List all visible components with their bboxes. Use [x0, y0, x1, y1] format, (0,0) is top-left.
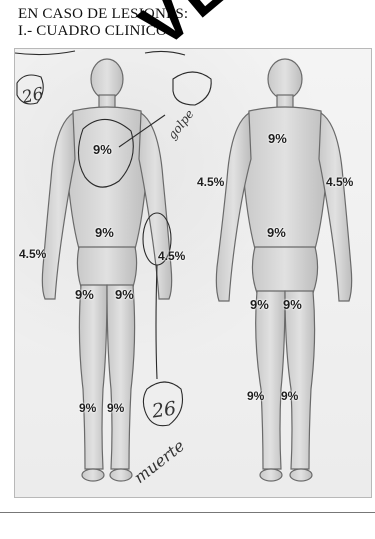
front-leg-right-percent: 9% — [107, 401, 124, 415]
section-title: EN CASO DE LESIONES: — [18, 6, 188, 23]
front-right-arm-percent: 4.5% — [158, 249, 185, 263]
back-figure — [216, 59, 351, 481]
back-buttock-left-percent: 9% — [250, 297, 269, 312]
back-leg-left-percent: 9% — [247, 389, 264, 403]
front-abdomen-percent: 9% — [95, 225, 114, 240]
section-subtitle: I.- CUADRO CLINICO — [18, 23, 188, 40]
document-header: EN CASO DE LESIONES: I.- CUADRO CLINICO — [18, 6, 188, 40]
back-head-percent: 9% — [268, 131, 287, 146]
front-thigh-left-percent: 9% — [75, 287, 94, 302]
handwritten-number-leg: 26 — [151, 397, 178, 422]
back-right-arm-percent: 4.5% — [326, 175, 353, 189]
page-divider — [0, 512, 375, 513]
front-left-arm-percent: 4.5% — [19, 247, 46, 261]
back-leg-right-percent: 9% — [281, 389, 298, 403]
back-buttock-right-percent: 9% — [283, 297, 302, 312]
front-thigh-right-percent: 9% — [115, 287, 134, 302]
front-leg-left-percent: 9% — [79, 401, 96, 415]
back-left-arm-percent: 4.5% — [197, 175, 224, 189]
back-torso-percent: 9% — [267, 225, 286, 240]
front-chest-percent: 9% — [93, 142, 112, 157]
